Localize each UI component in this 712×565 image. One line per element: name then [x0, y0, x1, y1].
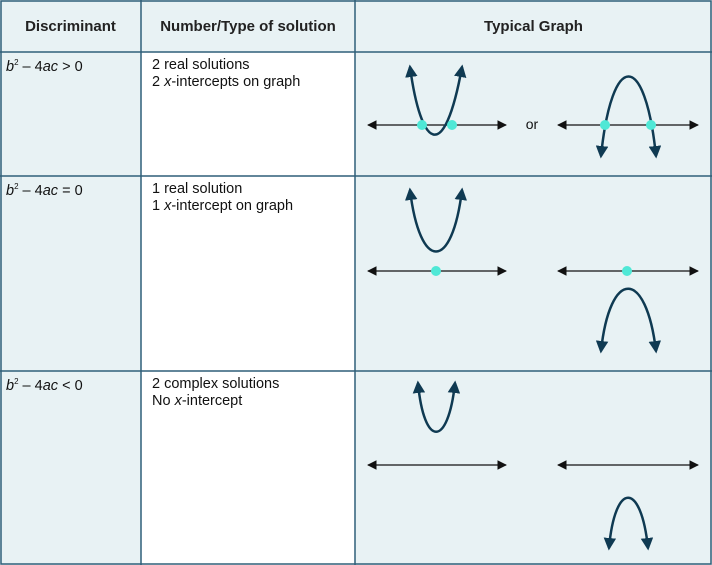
row1-graph-down — [557, 75, 699, 159]
intercept-point — [646, 120, 656, 130]
row3-discriminant: b2 – 4ac < 0 — [0, 371, 141, 565]
intercept-point — [600, 120, 610, 130]
row2-solution-type: 1 real solution 1 x-intercept on graph — [141, 176, 355, 371]
parabola-up — [405, 64, 467, 136]
row1-solution-type: 2 real solutions 2 x-intercepts on graph — [141, 52, 355, 176]
row3-graph-down — [557, 460, 699, 551]
row3-solution-type: 2 complex solutions No x-intercept — [141, 371, 355, 565]
header-solution-type: Number/Type of solution — [141, 0, 355, 52]
parabola-down — [595, 287, 662, 354]
intercept-point — [431, 266, 441, 276]
intercept-point — [447, 120, 457, 130]
row1-graph-up — [367, 64, 507, 136]
header-discriminant: Discriminant — [0, 0, 141, 52]
intercept-point — [622, 266, 632, 276]
parabola-down — [603, 496, 654, 551]
row2-graph-down — [557, 266, 699, 354]
row2-discriminant: b2 – 4ac = 0 — [0, 176, 141, 371]
row3-graph-up — [367, 380, 507, 470]
header-typical-graph: Typical Graph — [355, 0, 712, 52]
parabola-down — [595, 75, 662, 159]
or-label: or — [526, 116, 539, 132]
row1-discriminant: b2 – 4ac > 0 — [0, 52, 141, 176]
intercept-point — [417, 120, 427, 130]
parabola-up — [405, 187, 467, 253]
parabola-up — [412, 380, 461, 433]
row2-graph-up — [367, 187, 507, 276]
